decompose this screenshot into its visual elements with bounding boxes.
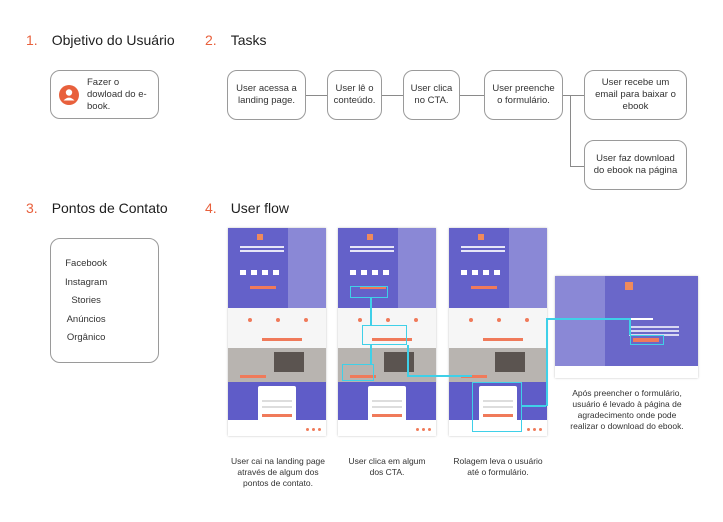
landing-page-mockup-2 xyxy=(338,228,436,436)
thank-you-page-mockup xyxy=(555,276,698,378)
goal-text: Fazer o dowload do e-book. xyxy=(87,76,147,112)
touchpoint-item: Facebook xyxy=(65,258,107,269)
section-title-tasks: 2.Tasks xyxy=(205,32,267,48)
flow-connector xyxy=(370,298,372,325)
section-title-objective: 1.Objetivo do Usuário xyxy=(26,32,175,48)
caption-step-2: User clica em algum dos CTA. xyxy=(348,456,426,477)
flow-connector xyxy=(522,405,546,407)
touchpoint-item: Instagram xyxy=(65,276,108,288)
caption-step-3: Rolagem leva o usuário até o formulário. xyxy=(453,456,543,477)
task-box: User clica no CTA. xyxy=(403,70,460,120)
highlight-cta-top xyxy=(350,286,388,298)
touchpoints-list: Facebook Instagram Stories Anúncios Orgâ… xyxy=(65,255,107,348)
flow-connector xyxy=(407,375,472,377)
touchpoint-item: Stories xyxy=(71,295,101,306)
highlight-cta-photo xyxy=(342,364,374,381)
touchpoints-box: Facebook Instagram Stories Anúncios Orgâ… xyxy=(50,238,159,363)
flow-connector xyxy=(546,318,548,406)
highlight-form xyxy=(472,382,522,432)
task-connector xyxy=(563,95,570,96)
flow-connector xyxy=(370,345,372,364)
task-connector xyxy=(382,95,403,96)
flow-connector xyxy=(546,318,630,320)
caption-step-1: User cai na landing page através de algu… xyxy=(230,456,326,488)
task-connector xyxy=(306,95,327,96)
section-title-userflow: 4.User flow xyxy=(205,200,290,216)
landing-page-mockup-1 xyxy=(228,228,326,436)
caption-step-4: Após preencher o formulário, usuário é l… xyxy=(570,388,684,431)
task-box: User recebe um email para baixar o ebook xyxy=(584,70,687,120)
task-connector xyxy=(460,95,484,96)
touchpoint-item: Anúncios xyxy=(66,313,106,325)
flow-connector xyxy=(407,345,409,376)
task-connector xyxy=(570,95,571,167)
landing-page-mockup-3 xyxy=(449,228,547,436)
section-title-touchpoints: 3.Pontos de Contato xyxy=(26,200,168,216)
flow-connector xyxy=(629,318,631,335)
task-connector xyxy=(570,95,584,96)
task-box: User acessa a landing page. xyxy=(227,70,306,120)
touchpoint-item: Orgânico xyxy=(66,332,106,343)
task-box: User preenche o formulário. xyxy=(484,70,563,120)
highlight-cta-middle xyxy=(362,325,407,345)
task-connector xyxy=(570,166,584,167)
goal-box: Fazer o dowload do e-book. xyxy=(50,70,159,119)
task-box: User lê o conteúdo. xyxy=(327,70,382,120)
user-icon xyxy=(59,84,79,105)
highlight-download xyxy=(630,335,664,345)
task-box: User faz download do ebook na página xyxy=(584,140,687,190)
